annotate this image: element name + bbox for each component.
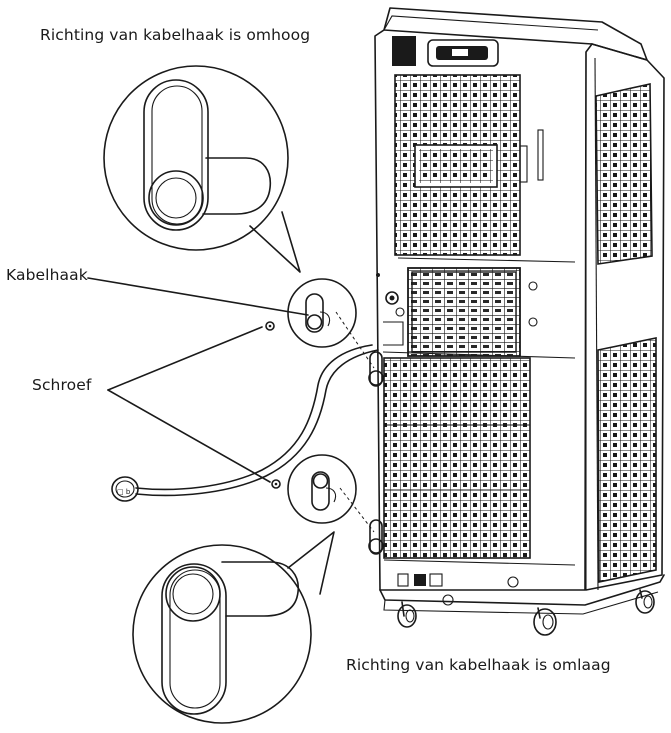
- screw-lower: [271, 479, 281, 489]
- screw-upper: [265, 321, 275, 331]
- screw-leader-lower: [107, 389, 271, 483]
- magnified-hook-upward: [103, 65, 301, 273]
- label-screw: Schroef: [32, 376, 92, 394]
- wheel-front-right: [533, 607, 557, 636]
- magnified-hook-downward: [132, 531, 335, 724]
- small-detail-circle-lower: [287, 454, 357, 524]
- hook-leader-line: [87, 277, 309, 316]
- svg-text:□ b: □ b: [117, 488, 131, 496]
- label-cable-hook: Kabelhaak: [6, 266, 88, 284]
- dashed-connector-upper: [335, 311, 375, 369]
- label-direction-up: Richting van kabelhaak is omhoog: [40, 26, 311, 44]
- wheel-rear: [635, 589, 655, 614]
- power-cord: □ b: [111, 344, 379, 502]
- screw-leader-upper: [107, 326, 263, 391]
- label-direction-down: Richting van kabelhaak is omlaag: [346, 656, 611, 674]
- wheel-front-left: [397, 601, 417, 628]
- small-detail-circle-upper: [287, 278, 357, 348]
- dashed-connector-lower: [339, 487, 375, 533]
- unit-body: [368, 7, 665, 636]
